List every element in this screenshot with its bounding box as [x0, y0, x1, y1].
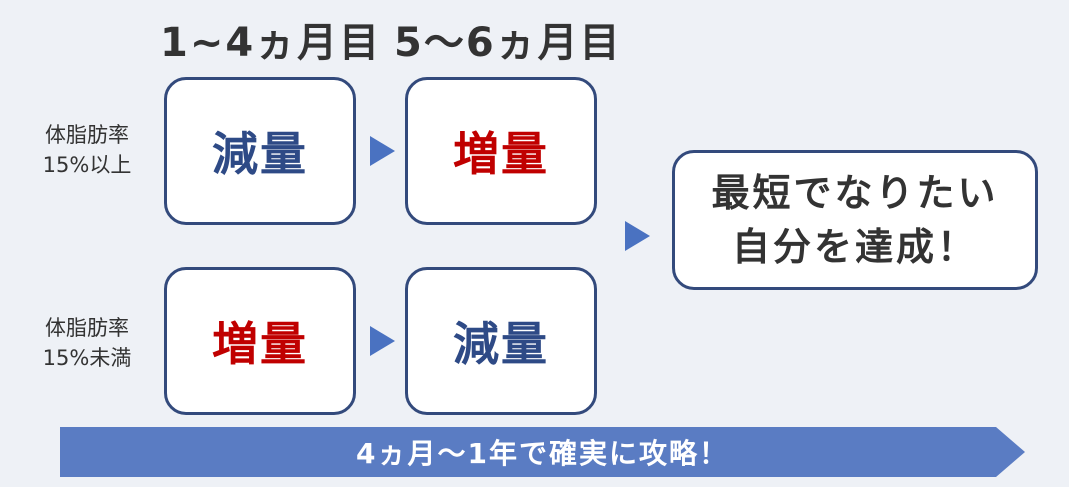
column-header-5-6-months: 5〜6ヵ月目	[394, 20, 622, 66]
arrow-right-icon	[370, 326, 395, 356]
goal-line2: 自分を達成！	[731, 225, 978, 269]
row-label-low-body-fat: 体脂肪率 15%未満	[22, 313, 152, 373]
arrow-right-icon	[370, 136, 395, 166]
phase-box-row1-phase1: 減量	[164, 77, 356, 225]
goal-line1: 最短でなりたい	[711, 171, 999, 215]
row-label-line1: 体脂肪率	[45, 123, 129, 147]
timeline-banner-arrow: 4ヵ月〜1年で確実に攻略！	[60, 427, 1025, 477]
phase-box-row2-phase1: 増量	[164, 267, 356, 415]
row-label-line2: 15%未満	[42, 346, 132, 370]
row-label-line1: 体脂肪率	[45, 316, 129, 340]
row-label-high-body-fat: 体脂肪率 15%以上	[22, 120, 152, 180]
goal-box: 最短でなりたい 自分を達成！	[672, 150, 1038, 290]
phase-box-row2-phase2: 減量	[405, 267, 597, 415]
phase-box-row1-phase2: 増量	[405, 77, 597, 225]
banner-text: 4ヵ月〜1年で確実に攻略！	[356, 437, 729, 470]
arrow-right-icon	[625, 221, 650, 251]
column-header-1-4-months: 1~4ヵ月目	[160, 20, 382, 66]
row-label-line2: 15%以上	[42, 153, 132, 177]
